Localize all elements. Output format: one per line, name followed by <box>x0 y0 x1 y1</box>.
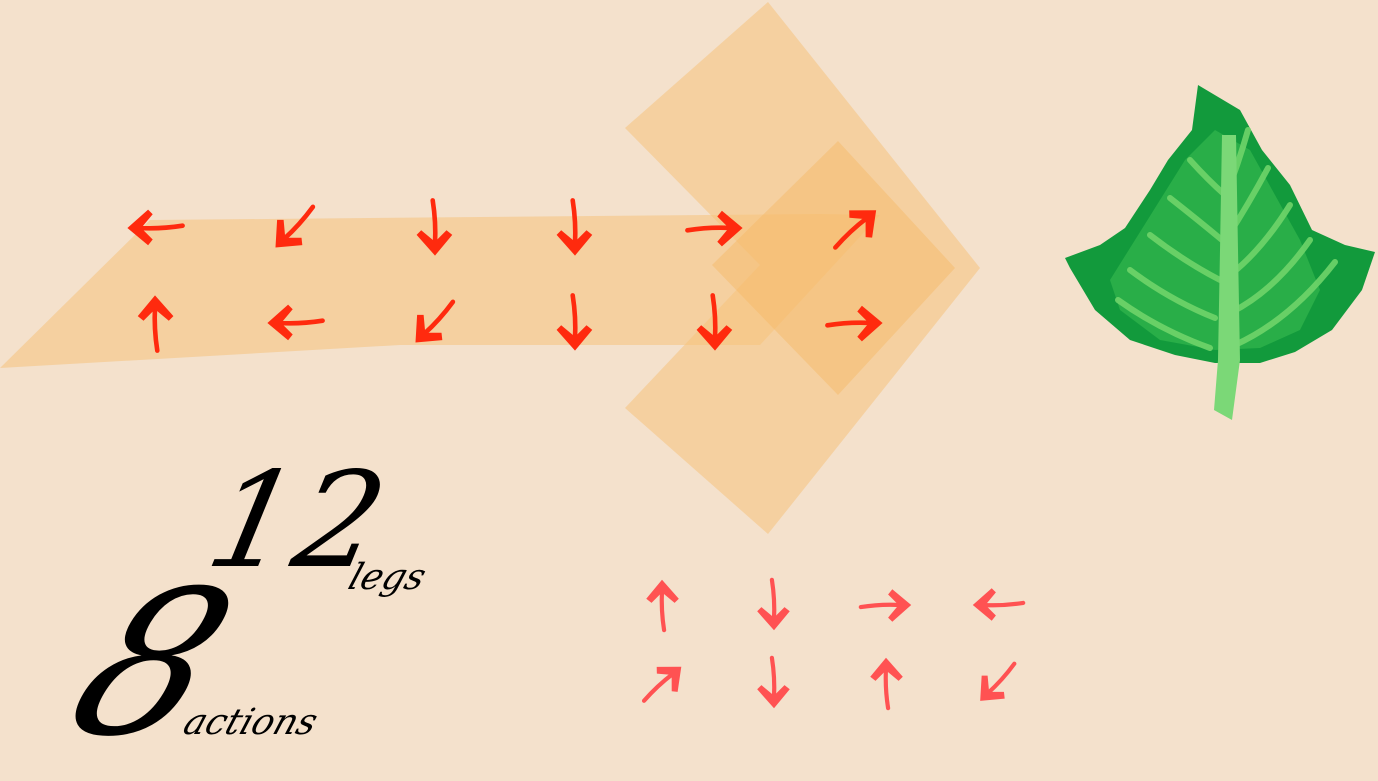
direction-arrow-icon <box>870 657 903 711</box>
direction-arrow-icon <box>415 299 456 343</box>
direction-arrow-icon <box>127 209 185 246</box>
direction-arrow-icon <box>696 293 733 351</box>
arrow-head-front <box>712 141 955 395</box>
legs-caption: legs <box>343 557 432 598</box>
arrow-grid-large <box>127 198 883 353</box>
direction-arrow-icon <box>556 198 593 256</box>
direction-arrow-icon <box>833 210 877 250</box>
direction-arrow-icon <box>267 304 325 341</box>
direction-arrow-icon <box>685 210 743 247</box>
stage <box>0 2 1375 711</box>
arrow-band <box>0 214 880 368</box>
direction-arrow-icon <box>980 661 1017 701</box>
leaf-stem <box>1214 135 1240 420</box>
direction-arrow-icon <box>972 588 1026 621</box>
direction-arrow-icon <box>757 655 790 709</box>
direction-arrow-icon <box>646 579 679 633</box>
direction-arrow-icon <box>275 204 316 248</box>
arrow-head-back <box>625 2 980 534</box>
direction-arrow-icon <box>137 295 174 353</box>
direction-arrow-icon <box>641 666 682 703</box>
direction-arrow-icon <box>858 589 912 622</box>
direction-arrow-icon <box>825 305 883 342</box>
actions-caption: actions <box>178 702 323 743</box>
direction-arrow-icon <box>556 293 593 351</box>
arrow-grid-small <box>641 577 1026 711</box>
big-arrow-shape <box>0 2 980 534</box>
direction-arrow-icon <box>757 577 790 631</box>
leaf-icon <box>1065 85 1375 420</box>
direction-arrow-icon <box>416 198 453 256</box>
